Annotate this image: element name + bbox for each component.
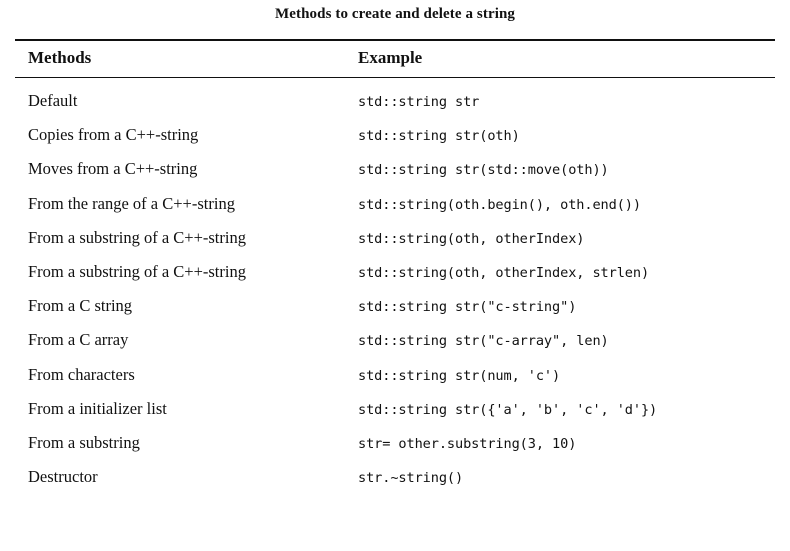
- cell-example: std::string str(oth): [358, 128, 520, 145]
- methods-table: Methods Example Default std::string str …: [15, 39, 775, 494]
- cell-example: str= other.substring(3, 10): [358, 435, 577, 452]
- table-row: Destructor str.~string(): [15, 460, 775, 494]
- cell-method: From a substring of a C++-string: [28, 227, 246, 247]
- cell-example: std::string str(num, 'c'): [358, 367, 561, 384]
- cell-example: std::string str("c-string"): [358, 299, 577, 316]
- cell-example: std::string(oth.begin(), oth.end()): [358, 196, 641, 213]
- cell-example: str.~string(): [358, 470, 464, 487]
- cell-method: From a C array: [28, 330, 129, 350]
- table-row: Default std::string str: [15, 84, 775, 118]
- cell-example: std::string str: [358, 94, 480, 110]
- cell-example: std::string str({'a', 'b', 'c', 'd'}): [358, 401, 658, 418]
- column-header-example: Example: [358, 47, 423, 67]
- cell-example: std::string(oth, otherIndex): [358, 230, 585, 247]
- cell-example: std::string(oth, otherIndex, strlen): [358, 264, 650, 281]
- table-row: From a C string std::string str("c-strin…: [15, 289, 775, 323]
- cell-method: Default: [28, 91, 78, 110]
- cell-method: Destructor: [28, 467, 98, 487]
- cell-example: std::string str("c-array", len): [358, 333, 609, 350]
- table-top-rule: [15, 39, 775, 41]
- cell-method: Moves from a C++-string: [28, 159, 198, 179]
- table-header-rule: [15, 76, 775, 78]
- cell-method: From a C string: [28, 296, 133, 316]
- table-caption: Methods to create and delete a string: [274, 6, 516, 22]
- table-body: Default std::string str Copies from a C+…: [15, 78, 775, 494]
- table-header-row: Methods Example: [15, 41, 775, 77]
- cell-method: From characters: [28, 364, 135, 384]
- table-row: Moves from a C++-string std::string str(…: [15, 152, 775, 186]
- table-row: From a initializer list std::string str(…: [15, 392, 775, 426]
- cell-method: Copies from a C++-string: [28, 125, 199, 145]
- cell-example: std::string str(std::move(oth)): [358, 162, 609, 179]
- table-row: Copies from a C++-string std::string str…: [15, 118, 775, 152]
- column-header-methods: Methods: [28, 47, 92, 67]
- cell-method: From the range of a C++-string: [28, 193, 235, 213]
- table-row: From a substring str= other.substring(3,…: [15, 426, 775, 460]
- cell-method: From a substring of a C++-string: [28, 261, 246, 281]
- table-row: From a substring of a C++-string std::st…: [15, 255, 775, 289]
- table-row: From a substring of a C++-string std::st…: [15, 221, 775, 255]
- table-row: From a C array std::string str("c-array"…: [15, 323, 775, 357]
- table-row: From the range of a C++-string std::stri…: [15, 187, 775, 221]
- cell-method: From a substring: [28, 432, 140, 452]
- table-row: From characters std::string str(num, 'c'…: [15, 358, 775, 392]
- cell-method: From a initializer list: [28, 398, 167, 418]
